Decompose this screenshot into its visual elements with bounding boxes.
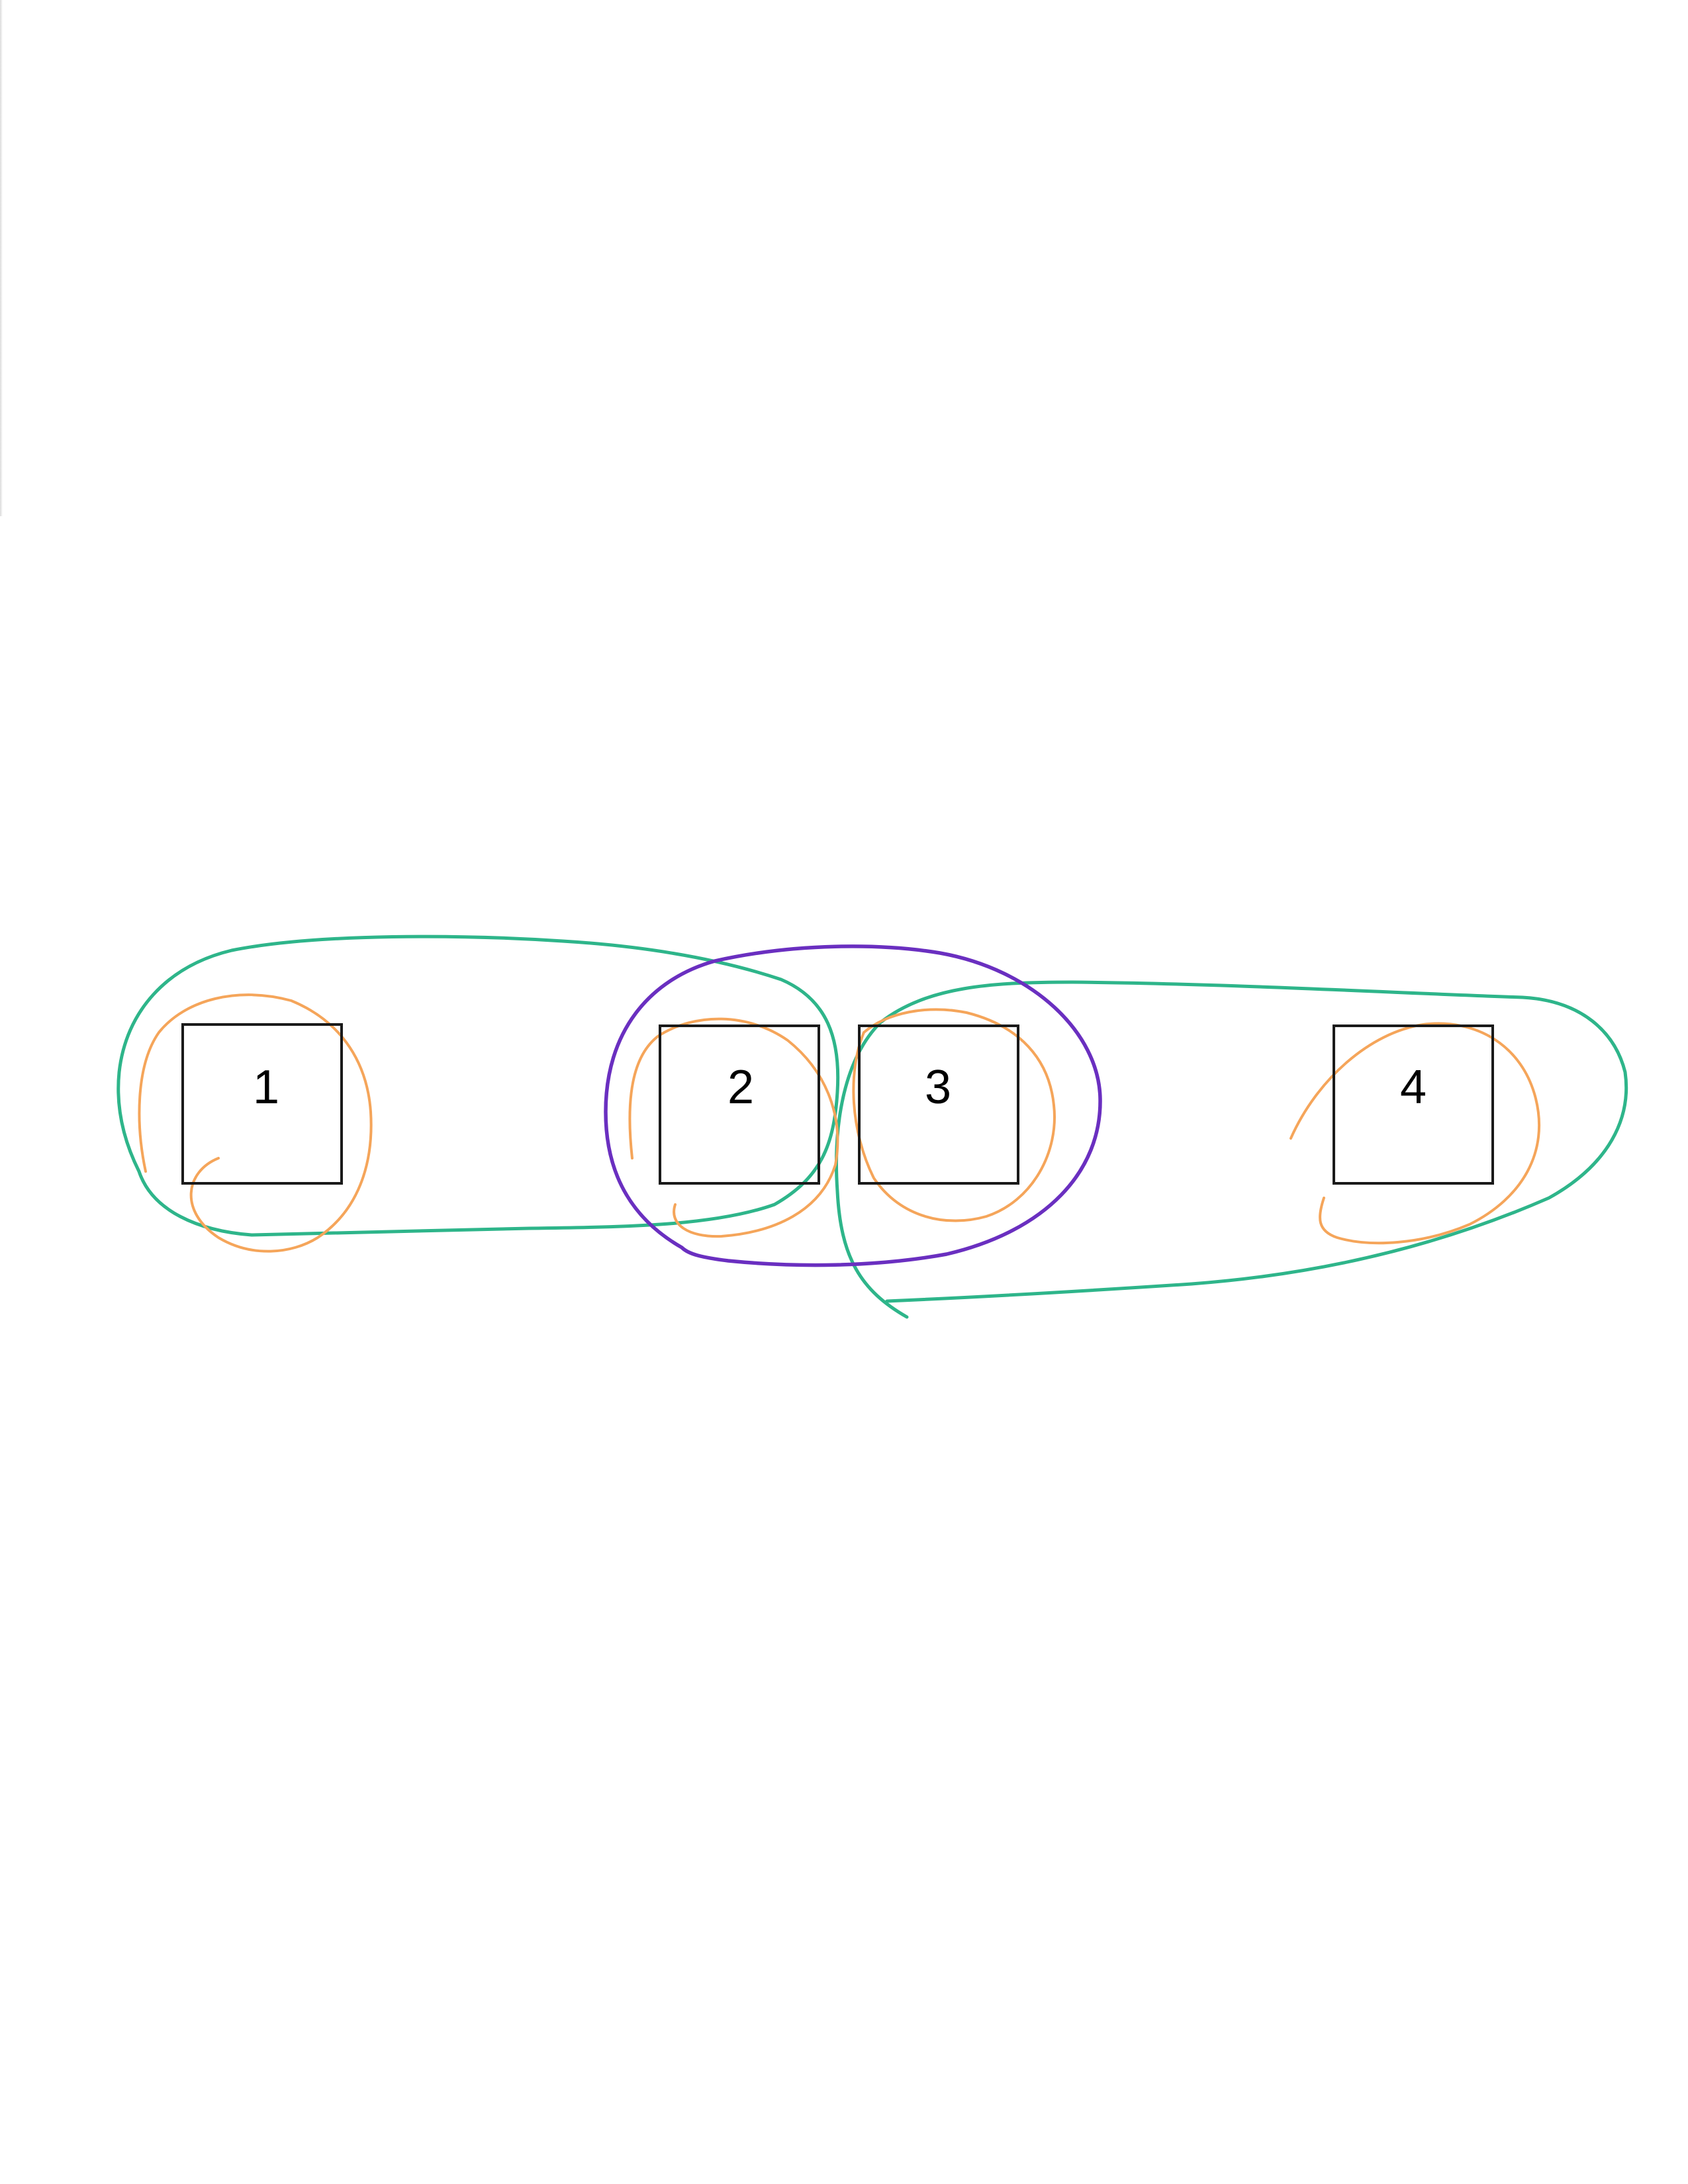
box-1-label: 1 xyxy=(253,1061,279,1114)
orange-loop-3 xyxy=(852,1008,1056,1222)
box-3: 3 xyxy=(858,1024,1019,1185)
purple-loop-2-3 xyxy=(604,944,1102,1267)
green-loop-3-4 xyxy=(835,980,1628,1319)
box-2-outline xyxy=(659,1024,820,1185)
box-1-outline xyxy=(181,1023,343,1185)
box-2: 2 xyxy=(659,1024,820,1185)
box-2-label: 2 xyxy=(727,1061,754,1114)
box-4: 4 xyxy=(1333,1024,1494,1185)
box-4-label: 4 xyxy=(1400,1061,1427,1114)
scan-edge xyxy=(0,0,3,516)
orange-loop-1 xyxy=(138,993,373,1253)
green-loop-1-2 xyxy=(117,934,840,1237)
box-1: 1 xyxy=(181,1023,343,1185)
orange-loop-4 xyxy=(1289,1022,1541,1245)
box-3-outline xyxy=(858,1024,1019,1185)
box-3-label: 3 xyxy=(925,1061,951,1114)
orange-loop-2 xyxy=(628,1017,839,1238)
box-4-outline xyxy=(1333,1024,1494,1185)
